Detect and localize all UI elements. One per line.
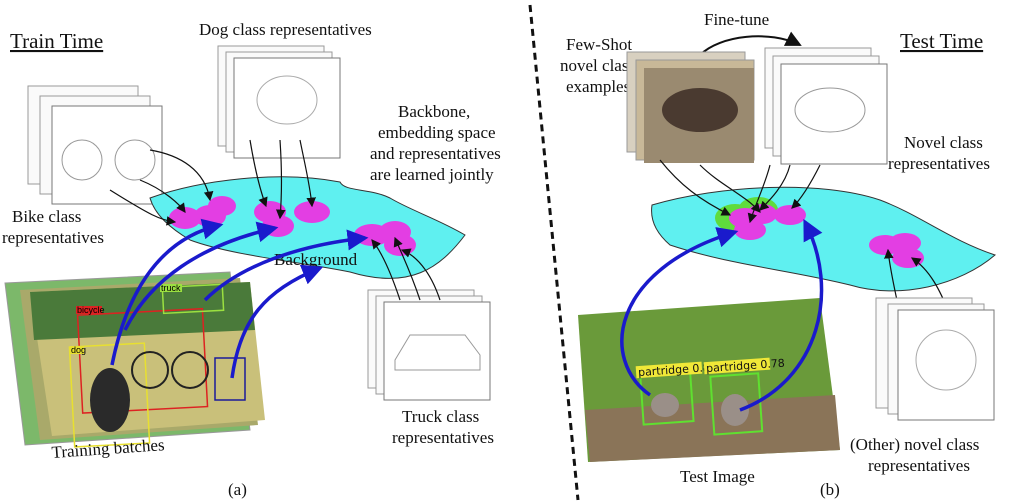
fine-tune-label: Fine-tune <box>704 10 769 29</box>
box-label-bicycle: bicycle <box>77 305 105 315</box>
box-label-dog: dog <box>71 345 86 355</box>
dog-sketch-stack <box>217 45 341 159</box>
feature-arrows-left <box>110 218 369 379</box>
caption-b: (b) <box>820 480 840 499</box>
bike-sketch-stack <box>27 85 163 205</box>
box-label-truck: truck <box>161 283 181 293</box>
svg-text:are learned jointly: are learned jointly <box>370 165 494 184</box>
detection-label-1: partridge 0.82 <box>638 361 718 379</box>
train-time-heading: Train Time <box>10 29 103 53</box>
bike-class-label-2: representatives <box>2 228 104 247</box>
other-novel-sketch-stack <box>875 297 995 421</box>
truck-class-label-1: Truck class <box>402 407 479 426</box>
detection-label-2: partridge 0.78 <box>706 357 786 375</box>
few-shot-label-1: Few-Shot <box>566 35 632 54</box>
feature-arrows-right <box>620 218 824 412</box>
test-time-heading: Test Time <box>900 29 983 53</box>
truck-sketch-stack <box>367 289 491 401</box>
few-shot-label-3: examples <box>566 77 630 96</box>
novel-class-label-2: representatives <box>888 154 990 173</box>
embedding-space-right <box>651 186 996 292</box>
test-image: partridge 0.82 partridge 0.78 <box>578 298 840 462</box>
fine-tune-arrow <box>699 31 802 56</box>
training-batch-image: bicycle dog truck <box>4 271 265 448</box>
novel-class-label-1: Novel class <box>904 133 983 152</box>
dog-class-label: Dog class representatives <box>199 20 372 39</box>
sketch-to-rep-arrows-right <box>659 159 951 316</box>
svg-text:Backbone,: Backbone, <box>398 102 470 121</box>
panel-divider <box>528 4 580 501</box>
svg-text:embedding space: embedding space <box>378 123 496 142</box>
test-image-label: Test Image <box>680 467 755 486</box>
background-label: Background <box>274 250 358 269</box>
few-shot-photo-stack <box>626 51 755 163</box>
novel-sketch-stack <box>764 47 888 165</box>
truck-class-label-2: representatives <box>392 428 494 447</box>
svg-text:and representatives: and representatives <box>370 144 501 163</box>
caption-a: (a) <box>228 480 247 499</box>
backbone-label: Backbone, embedding space and representa… <box>370 102 501 184</box>
bike-class-label-1: Bike class <box>12 207 81 226</box>
other-novel-label-1: (Other) novel class <box>850 435 979 454</box>
sketch-to-rep-arrows-left <box>109 139 441 301</box>
few-shot-label-2: novel class <box>560 56 635 75</box>
other-novel-label-2: representatives <box>868 456 970 475</box>
